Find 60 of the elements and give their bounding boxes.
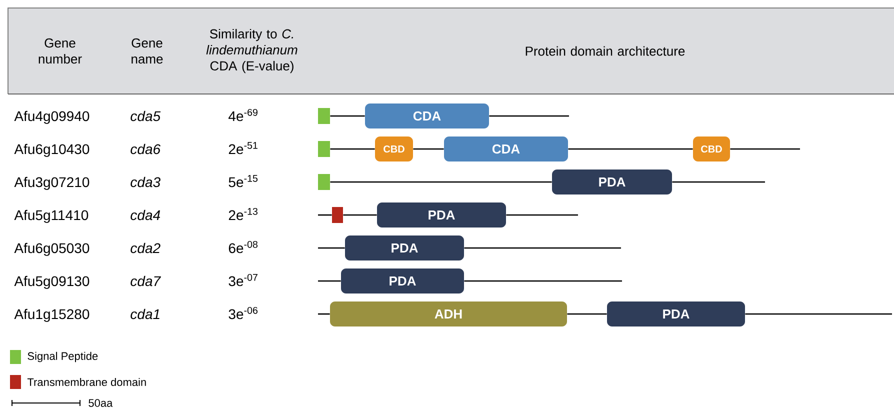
- domain-box: PDA: [341, 268, 464, 294]
- protein-backbone-line: [318, 280, 341, 282]
- feature-box: [318, 141, 330, 157]
- protein-backbone-line: [318, 247, 345, 249]
- gene-number: Afu3g07210: [14, 176, 90, 190]
- column-header: Gene name: [132, 38, 163, 64]
- protein-backbone-line: [343, 214, 377, 216]
- column-header: Protein domain architecture: [526, 46, 685, 56]
- gene-name: cda5: [130, 110, 161, 122]
- protein-backbone-line: [672, 181, 765, 183]
- e-value: 4e$^{-69}$: [228, 108, 258, 122]
- domain-box: CBD: [693, 136, 730, 162]
- domain-box: PDA: [552, 170, 672, 194]
- protein-backbone-line: [489, 115, 569, 117]
- protein-backbone-line: [567, 313, 607, 315]
- protein-backbone-line: [464, 247, 621, 249]
- legend-label: Transmembrane domain: [27, 378, 146, 386]
- domain-box: CDA: [444, 136, 568, 162]
- protein-backbone-line: [413, 148, 444, 150]
- legend-label: Signal Peptide: [28, 352, 98, 362]
- e-value: 3e$^{-07}$: [228, 274, 258, 286]
- protein-backbone-line: [318, 214, 332, 216]
- protein-backbone-line: [730, 148, 800, 150]
- gene-number: Afu6g10430: [14, 144, 90, 157]
- feature-box: [332, 207, 343, 223]
- e-value: 2e$^{-13}$: [228, 208, 258, 220]
- protein-backbone-line: [506, 214, 578, 216]
- gene-number: Afu6g05030: [14, 242, 90, 256]
- protein-backbone-line: [330, 115, 365, 117]
- protein-backbone-line: [330, 181, 552, 183]
- gene-number: Afu4g09940: [14, 110, 90, 124]
- protein-backbone-line: [568, 148, 693, 150]
- protein-backbone-line: [330, 148, 375, 150]
- feature-box: [318, 108, 330, 124]
- gene-name: cda1: [130, 308, 160, 320]
- gene-name: cda3: [130, 176, 160, 188]
- gene-name: cda6: [130, 144, 161, 154]
- column-header: Similarity to C. lindemuthianum CDA (E-value): [206, 28, 298, 74]
- domain-box: CDA: [365, 104, 489, 128]
- gene-name: cda7: [130, 276, 161, 286]
- protein-backbone-line: [745, 313, 892, 315]
- protein-backbone-line: [464, 280, 622, 282]
- feature-box: [318, 174, 330, 190]
- protein-backbone-line: [318, 313, 330, 315]
- e-value: 2e$^{-51}$: [228, 142, 258, 154]
- gene-number: Afu5g11410: [14, 210, 88, 223]
- domain-box: PDA: [377, 202, 506, 228]
- domain-box: PDA: [607, 302, 745, 326]
- column-header: Gene number: [38, 38, 82, 64]
- domain-box: CBD: [375, 136, 413, 162]
- domain-box: ADH: [330, 302, 567, 326]
- domain-box: PDA: [345, 236, 464, 260]
- gene-name: cda4: [130, 210, 160, 220]
- gene-name: cda2: [130, 242, 160, 254]
- gene-number: Afu5g09130: [14, 276, 90, 289]
- scale-bar-label: 50aa: [88, 399, 113, 407]
- e-value: 6e$^{-08}$: [228, 240, 258, 254]
- e-value: 5e$^{-15}$: [228, 175, 258, 188]
- e-value: 3e$^{-06}$: [228, 306, 258, 320]
- gene-number: Afu1g15280: [14, 308, 90, 322]
